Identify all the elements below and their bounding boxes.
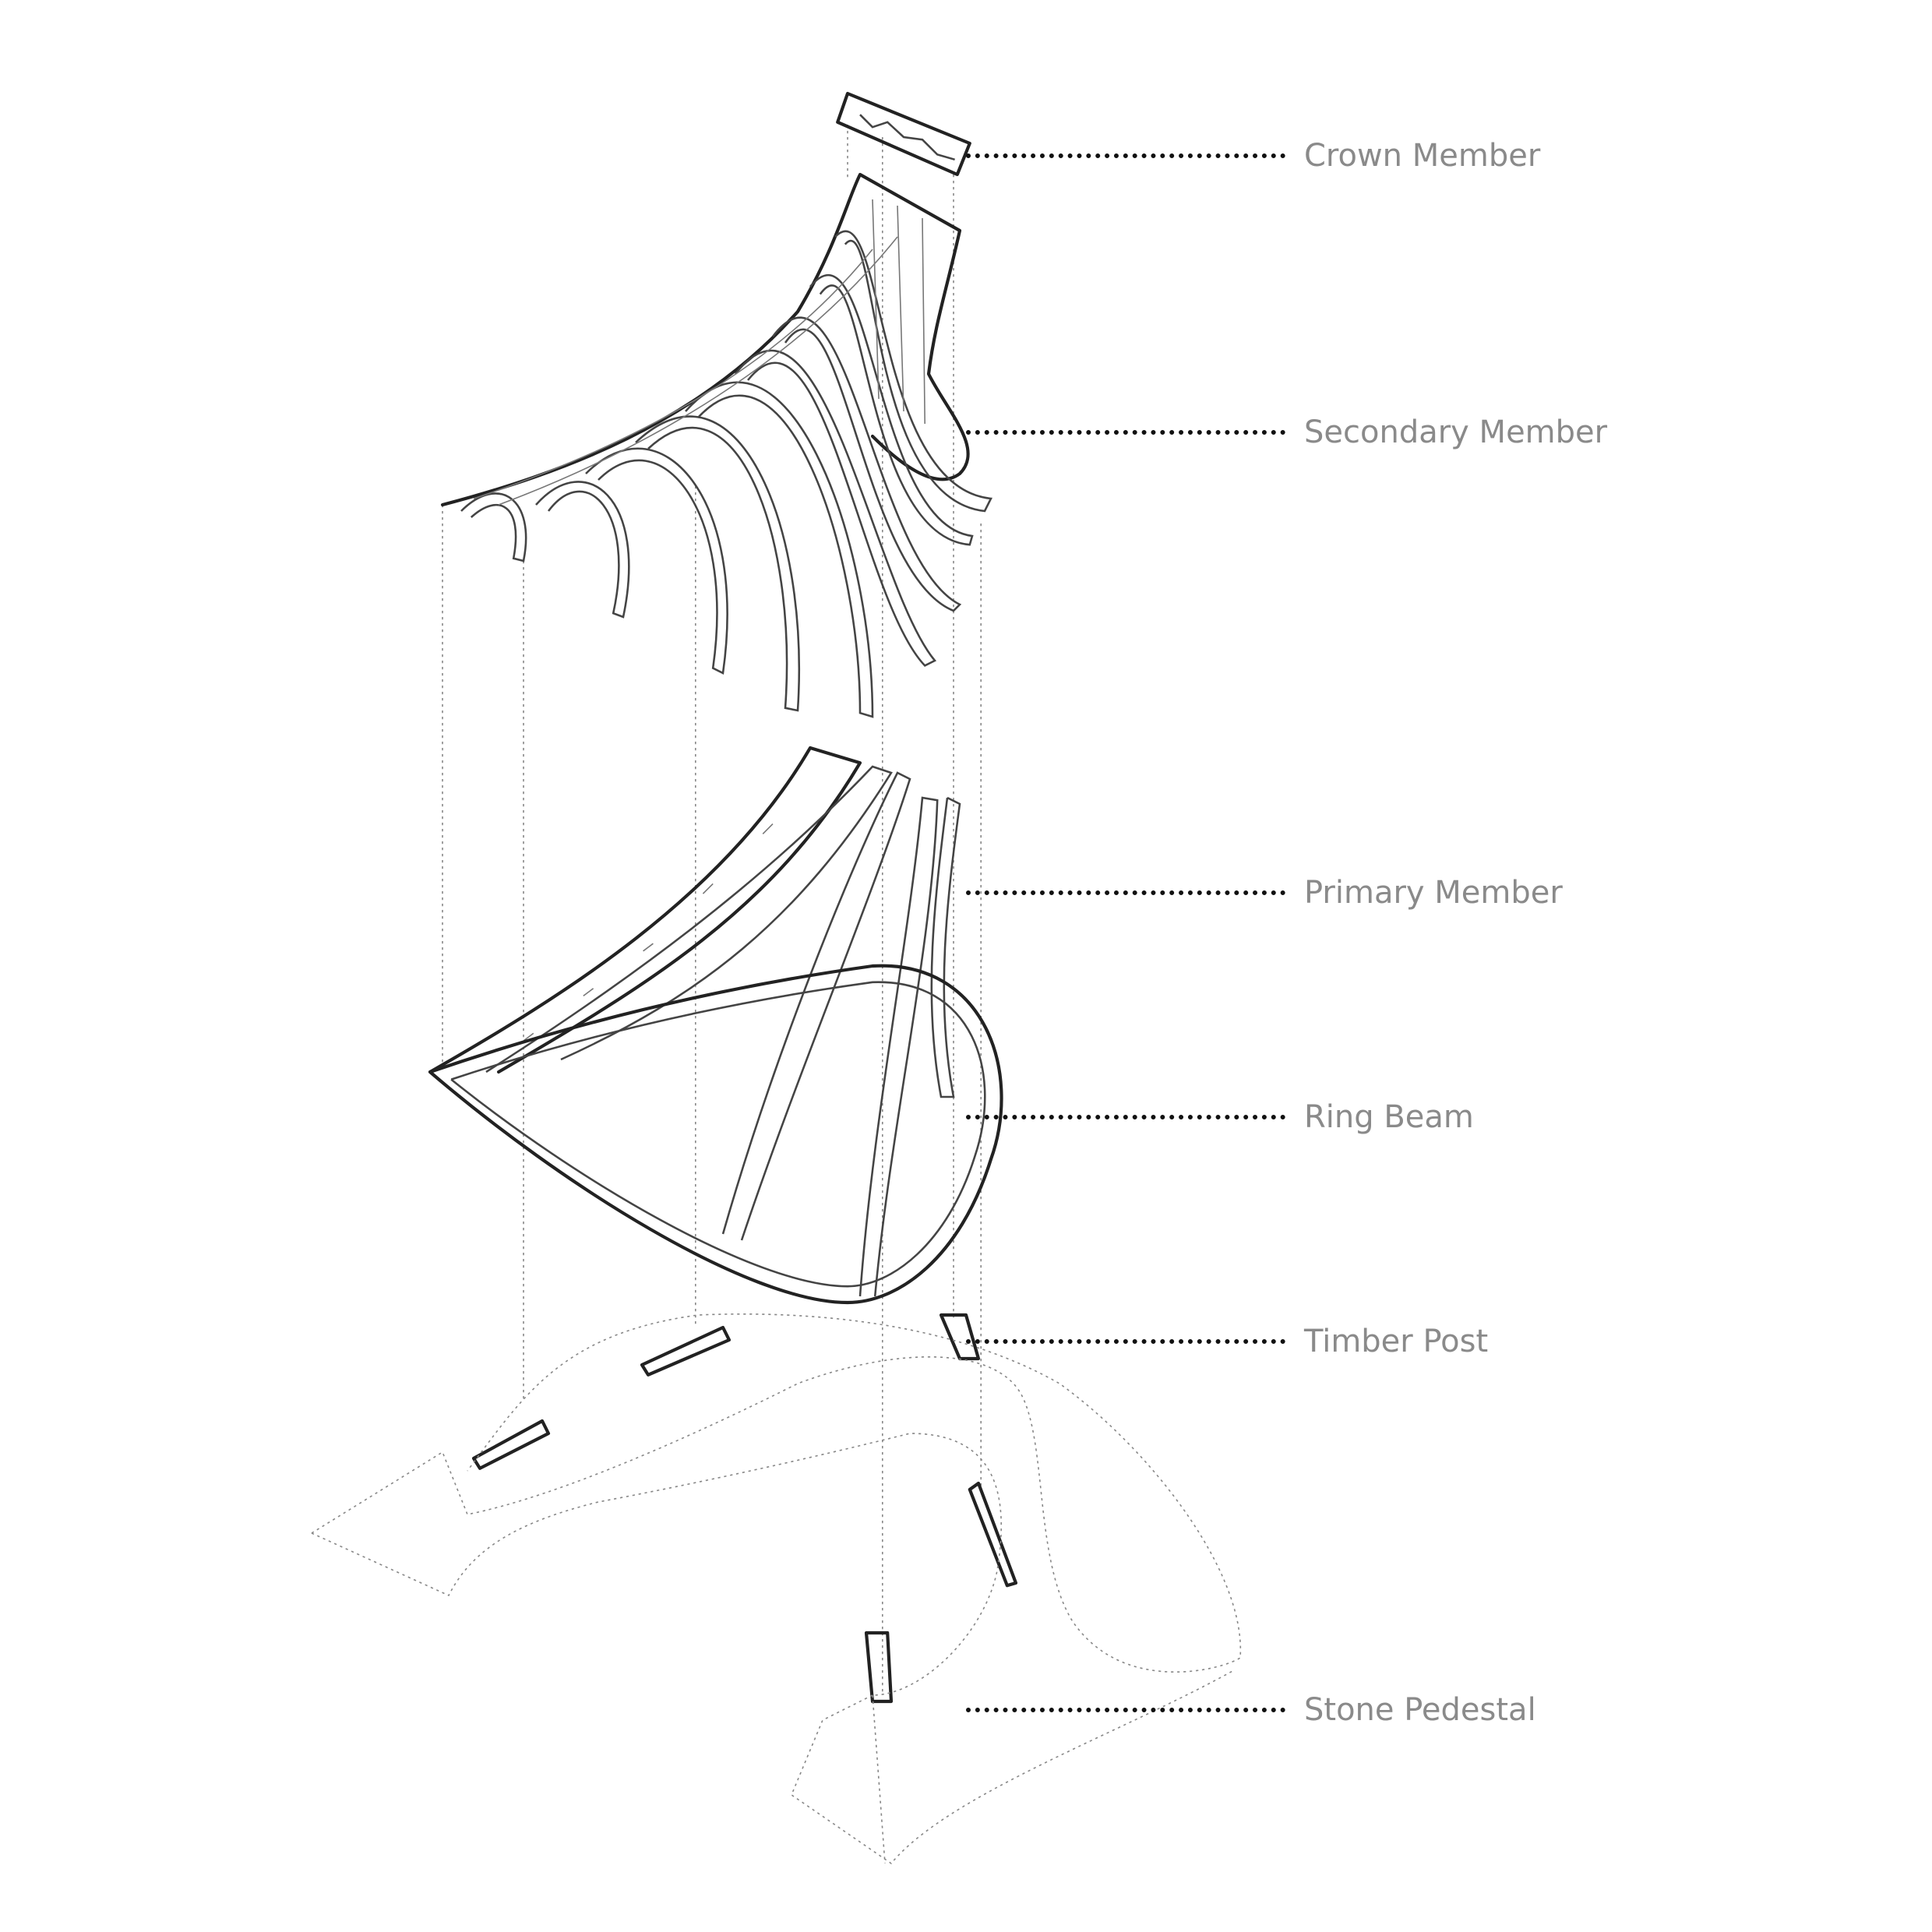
leader-line xyxy=(966,1115,1285,1119)
crown-member xyxy=(836,91,971,177)
secondary-member xyxy=(440,172,992,718)
secondary-member-label: Secondary Member xyxy=(1304,414,1608,450)
label-crown-member: Crown Member xyxy=(966,132,1540,179)
leader-line xyxy=(966,1708,1285,1712)
label-timber-post: Timber Post xyxy=(966,1318,1488,1365)
timber-posts xyxy=(471,1313,1018,1704)
projection-lines xyxy=(442,125,982,1695)
ring-beam-label: Ring Beam xyxy=(1304,1099,1474,1135)
leader-line xyxy=(966,1339,1285,1344)
leader-line xyxy=(966,890,1285,895)
crown-member-label: Crown Member xyxy=(1304,138,1541,174)
label-secondary-member: Secondary Member xyxy=(966,409,1607,456)
leader-line xyxy=(966,153,1285,158)
primary-member-label: Primary Member xyxy=(1304,875,1563,911)
stone-pedestal-label: Stone Pedestal xyxy=(1304,1692,1536,1728)
ring-beam xyxy=(428,964,1003,1305)
label-ring-beam: Ring Beam xyxy=(966,1094,1474,1141)
leader-line xyxy=(966,430,1285,435)
label-primary-member: Primary Member xyxy=(966,869,1563,916)
timber-post-label: Timber Post xyxy=(1304,1324,1489,1359)
stone-pedestal xyxy=(311,1313,1242,1865)
primary-member xyxy=(428,746,961,1297)
label-stone-pedestal: Stone Pedestal xyxy=(966,1687,1536,1733)
